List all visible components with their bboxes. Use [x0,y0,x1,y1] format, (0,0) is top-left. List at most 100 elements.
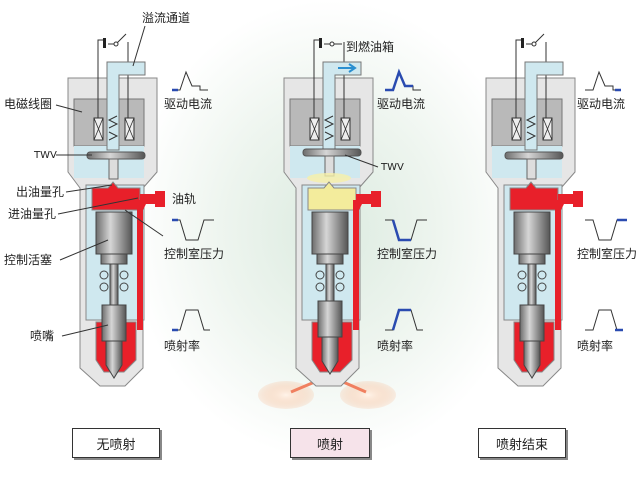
drive-current-wave [585,70,621,91]
leader-line [61,324,109,337]
needle-tip [105,340,123,379]
overflow-pipe [106,61,146,151]
caption-injection: 喷射 [290,428,370,458]
label-drive-current: 驱动电流 [164,97,212,111]
leader-line [59,239,109,261]
control-chamber [307,181,357,211]
control-pressure-wave [385,219,427,241]
label-nozzle: 喷嘴 [30,329,54,343]
coil-winding [93,117,104,141]
wave-marker [391,308,411,331]
piston-neck [316,253,344,265]
label-drive-current: 驱动电流 [377,97,425,111]
injector-injection [258,38,396,409]
twv-stem [526,158,537,180]
piston-rod [109,263,119,307]
leader-line [57,197,139,215]
caption-no-injection: 无喷射 [72,428,160,458]
drive-current-wave [172,70,208,91]
flow-arrow-icon [338,63,357,73]
nozzle-needle [519,304,545,342]
label-control-chamber-pressure: 控制室压力 [577,246,637,261]
control-chamber [91,181,141,211]
nozzle-spring [517,270,547,292]
control-piston [311,211,349,255]
label-outlet-orifice: 出油量孔 [16,185,64,199]
fuel-feed-line [137,194,165,330]
caption-text: 喷射结束 [495,437,548,453]
twv-stem [108,158,119,180]
label-twv: TWV [33,150,57,161]
fuel-rail-connector [371,191,381,207]
nozzle-needle [101,304,127,342]
wave-marker [391,219,411,242]
switch-contact [329,41,335,47]
injection-rate-wave [385,309,423,331]
control-pressure-wave [585,219,627,241]
injector-injection-end [485,33,583,387]
fuel-rail-connector [155,191,165,207]
coil-winding [542,117,553,141]
coil-winding [309,117,320,141]
label-control-chamber-pressure: 控制室压力 [164,246,224,261]
label-injection-rate: 喷射率 [577,338,613,353]
control-piston [95,211,133,255]
needle-tip [321,336,339,375]
leader-line [132,25,146,67]
label-control-piston: 控制活塞 [4,252,52,267]
control-chamber [509,181,559,211]
wire [515,39,547,118]
injection-rate-wave [172,309,210,331]
switch-contact [531,41,537,47]
valve-spring [525,115,537,141]
fuel-rail-connector [573,191,583,207]
injection-rate-wave [585,309,623,331]
twv-stem [324,155,335,177]
label-inlet-orifice: 进油量孔 [8,207,56,221]
leader-line [55,104,83,113]
caption-text: 喷射 [316,437,343,453]
valve-spring [323,115,335,141]
valve-spring [107,115,119,141]
wave-marker [385,68,413,92]
twv-disk [302,148,362,157]
fuel-leak [307,173,351,183]
caption-text: 无喷射 [96,437,136,453]
fuel-feed-line [353,194,381,330]
wire [97,39,129,118]
leader-line [344,154,379,168]
twv-disk [86,151,146,160]
twv-disk [504,151,564,160]
battery-icon [103,38,106,48]
needle-tip [523,340,541,379]
control-pressure-wave [172,219,214,241]
control-piston [513,211,551,255]
nozzle-spring [315,270,345,292]
wire [313,39,345,118]
fuel-feed-line [555,194,583,330]
coil-winding [340,117,351,141]
leader-line [65,184,113,193]
label-solenoid-coil: 电磁线圈 [4,96,52,111]
label-injection-rate: 喷射率 [164,338,200,353]
caption-injection-end: 喷射结束 [478,428,566,458]
nozzle-needle [317,300,343,338]
label-control-chamber-pressure: 控制室压力 [377,246,437,261]
nozzle-spring [99,270,129,292]
label-overflow-channel: 溢流通道 [142,11,190,25]
piston-rod [527,263,537,307]
piston-rod [325,263,335,307]
overflow-pipe [524,61,564,151]
label-injection-rate: 喷射率 [377,338,413,353]
switch-contact [113,41,119,47]
leader-line [124,209,164,237]
piston-neck [518,253,546,265]
battery-icon [319,38,322,48]
label-fuel-rail: 油轨 [172,192,196,206]
injector-no-injection [67,33,165,387]
coil-winding [124,117,135,141]
